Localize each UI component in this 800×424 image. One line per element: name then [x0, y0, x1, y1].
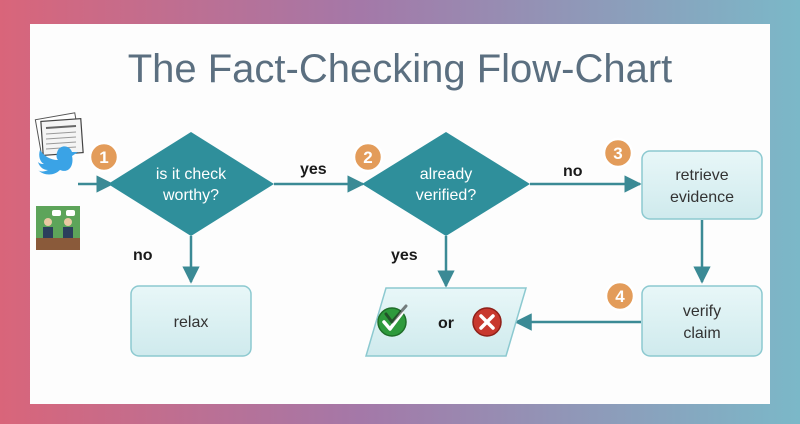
svg-text:retrieve: retrieve [675, 167, 728, 184]
svg-text:already: already [420, 166, 472, 183]
edge-label-check-no: no [133, 247, 153, 264]
cross-mark-icon [472, 307, 502, 337]
page-title: The Fact-Checking Flow-Chart [128, 47, 673, 91]
step-badge-1: 1 [88, 141, 120, 173]
svg-text:is it check: is it check [156, 166, 227, 183]
outcome-or-label: or [438, 315, 454, 332]
svg-text:3: 3 [613, 144, 622, 163]
decision-check-worthy: is it check worthy? [108, 132, 274, 236]
svg-text:worthy?: worthy? [162, 187, 219, 204]
debate-people-icon [36, 206, 80, 250]
svg-text:evidence: evidence [670, 189, 734, 206]
svg-text:verified?: verified? [416, 187, 477, 204]
svg-text:1: 1 [99, 148, 108, 167]
svg-text:verify: verify [683, 303, 721, 320]
step-badge-4: 4 [604, 280, 636, 312]
svg-text:relax: relax [174, 314, 209, 331]
edge-label-verified-yes: yes [391, 247, 418, 264]
flowchart: The Fact-Checking Flow-Chart yes no no y… [34, 47, 763, 357]
decision-already-verified: already verified? [362, 132, 530, 236]
step-badge-3: 3 [602, 137, 634, 169]
svg-text:4: 4 [615, 287, 625, 306]
edge-label-verified-no: no [563, 163, 583, 180]
step-badge-2: 2 [352, 141, 384, 173]
svg-text:claim: claim [683, 325, 720, 342]
process-verify-claim: verify claim [641, 285, 763, 357]
process-retrieve-evidence: retrieve evidence [641, 150, 763, 220]
edge-label-check-yes: yes [300, 161, 327, 178]
svg-text:2: 2 [363, 148, 372, 167]
slide: The Fact-Checking Flow-Chart yes no no y… [30, 24, 770, 404]
process-relax: relax [130, 285, 252, 357]
newspaper-icon [34, 112, 84, 156]
twitter-bird-icon [38, 146, 78, 175]
outcome-true-or-false: or [364, 287, 528, 357]
check-mark-icon [377, 304, 408, 337]
